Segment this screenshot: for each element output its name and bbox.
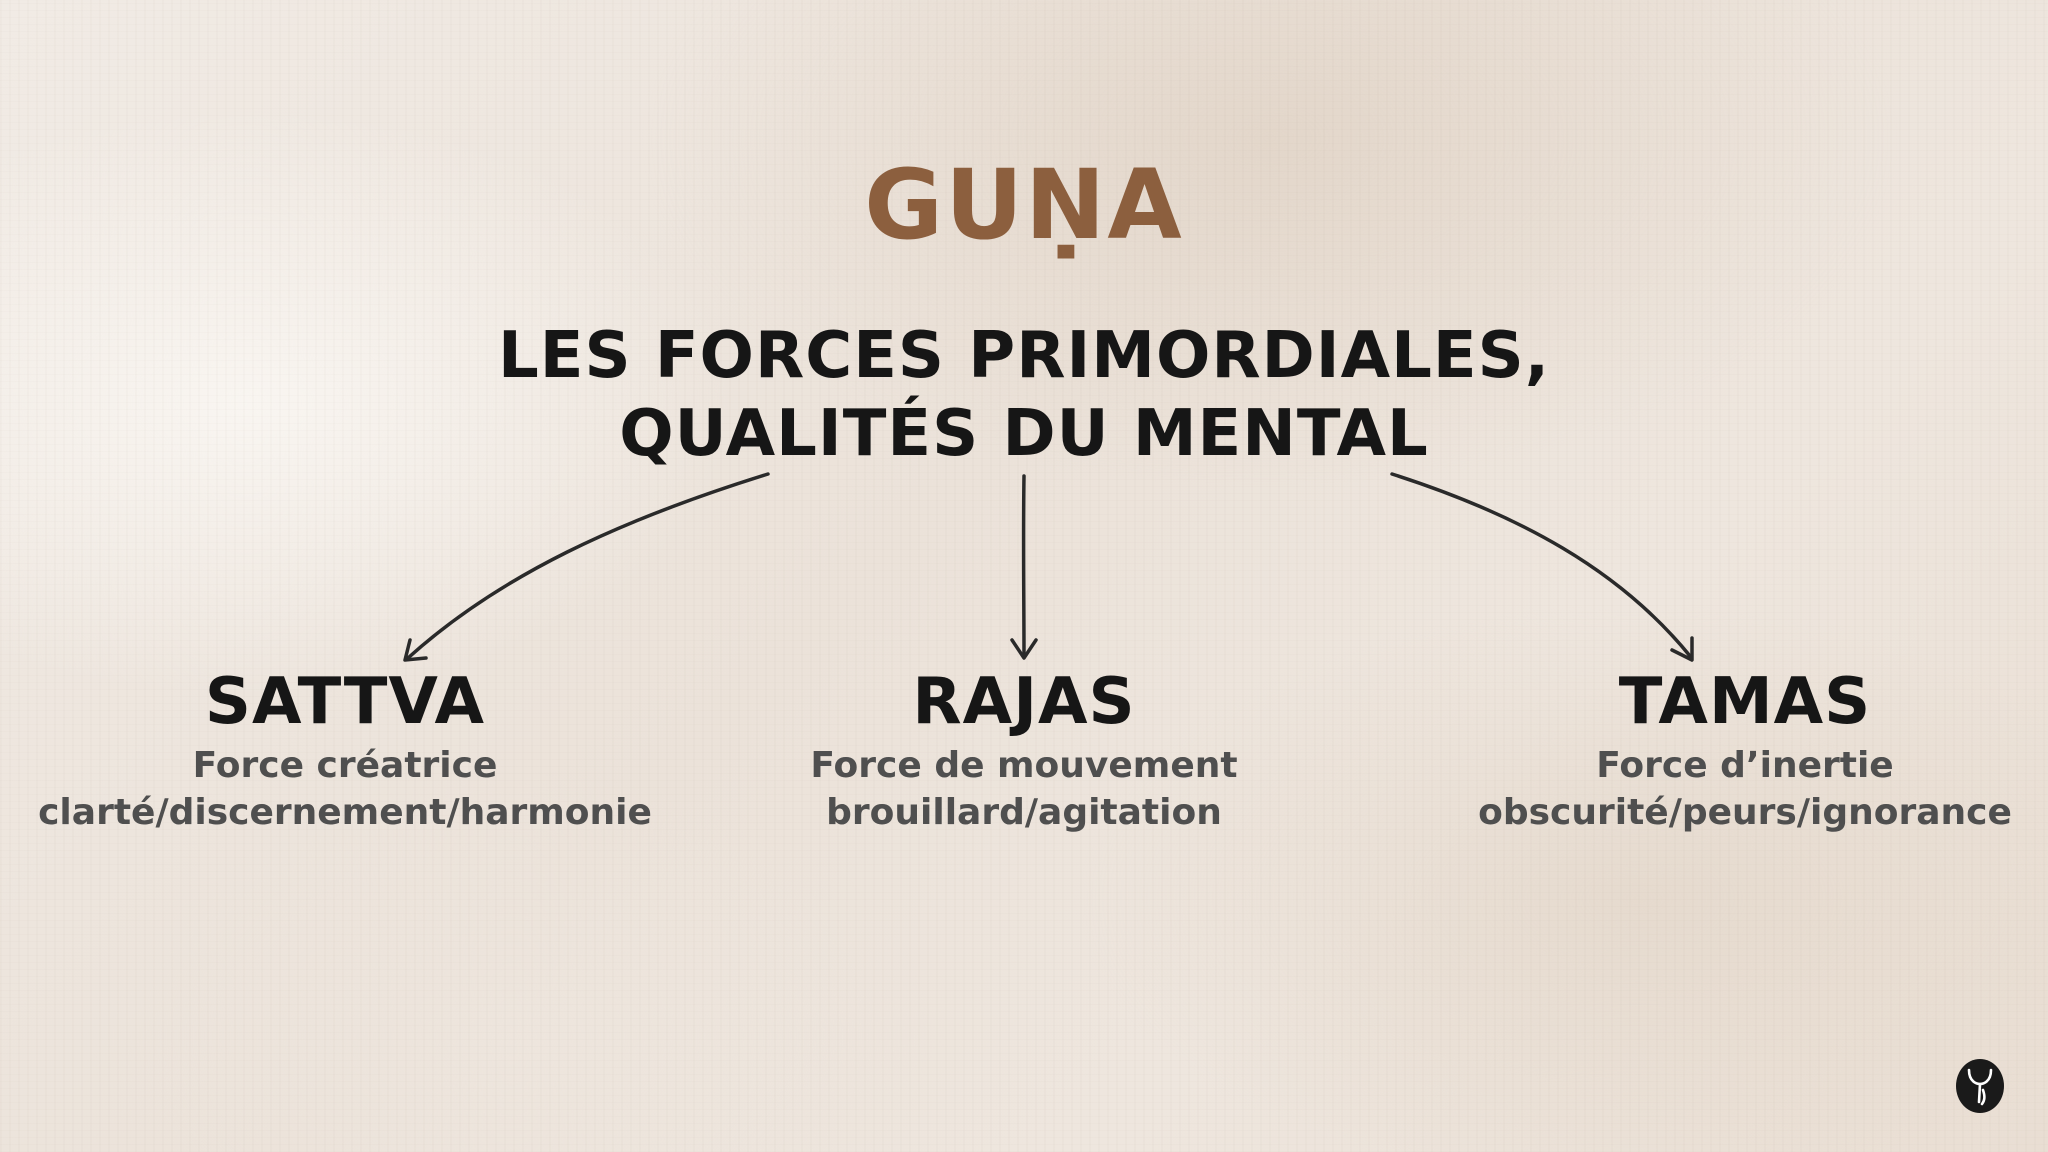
arrow-to-tamas [1390,472,1692,658]
node-tamas: TAMAS Force d’inertie obscurité/peurs/ig… [1440,664,2048,836]
node-sattva-qualities: clarté/discernement/harmonie [38,792,652,833]
subtitle-line-2: QUALITÉS DU MENTAL [619,397,1429,471]
node-tamas-name: TAMAS [1618,665,1872,739]
brand-logo-icon [1956,1059,2004,1113]
arrow-head-tamas [1670,636,1694,662]
arrow-head-sattva [403,638,428,662]
arrow-to-sattva [406,472,770,660]
node-sattva: SATTVA Force créatrice clarté/discerneme… [20,664,670,836]
node-sattva-description: Force créatrice [192,745,498,786]
node-rajas: RAJAS Force de mouvement brouillard/agit… [709,664,1339,836]
node-rajas-description: Force de mouvement [810,745,1238,786]
arrow-head-rajas [1010,638,1038,660]
subtitle-line-1: LES FORCES PRIMORDIALES, [497,319,1551,393]
node-rajas-name: RAJAS [912,665,1136,739]
page-title: GUṆA [864,149,1184,261]
node-rajas-qualities: brouillard/agitation [826,792,1222,833]
node-tamas-description: Force d’inertie [1596,745,1894,786]
node-tamas-qualities: obscurité/peurs/ignorance [1478,792,2012,833]
node-sattva-name: SATTVA [204,665,486,739]
